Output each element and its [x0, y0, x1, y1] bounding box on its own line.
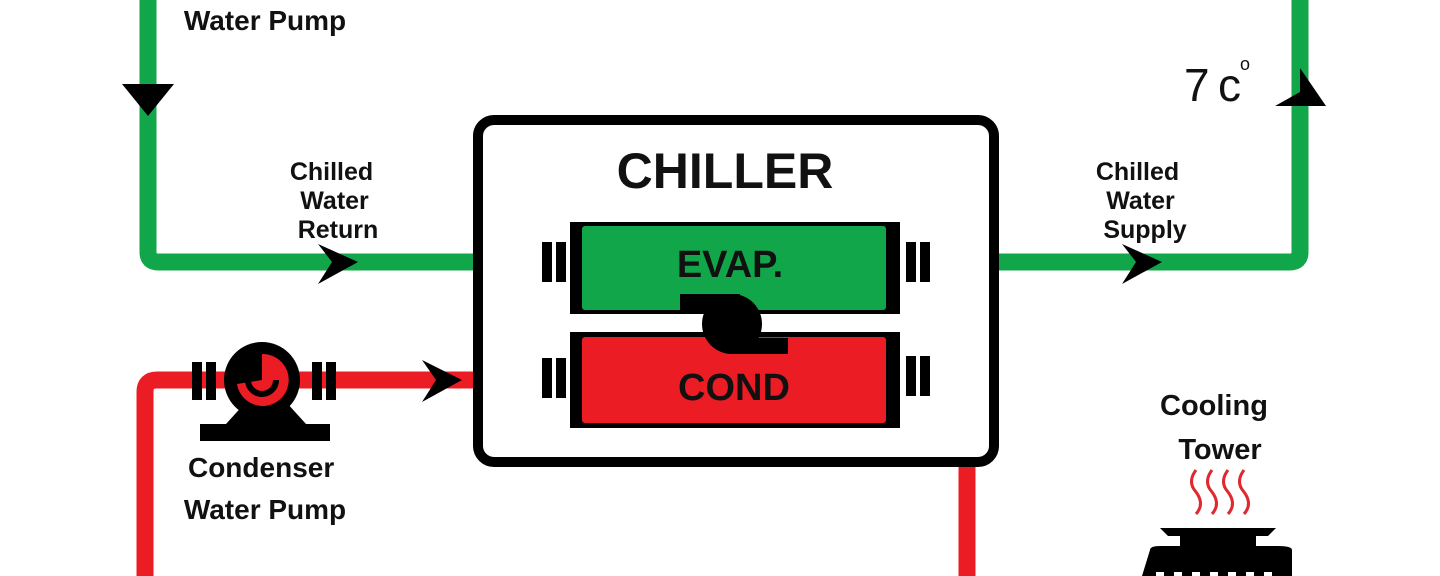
flow-arrow-icon	[422, 360, 462, 402]
condenser-body	[582, 337, 886, 423]
evaporator-label: EVAP.	[677, 244, 783, 286]
compressor-icon	[680, 294, 788, 354]
condenser-water-return-pipe	[136, 371, 560, 576]
supply-temperature: 7 c o	[1184, 54, 1254, 111]
chilled-water-pump-label: Water Pump	[184, 5, 346, 36]
chilled-water-return-pipe	[139, 0, 560, 271]
cooling-tower-icon	[1142, 528, 1292, 576]
flow-arrow-icon	[1122, 244, 1162, 284]
pump-icon	[192, 342, 336, 441]
flow-arrow-icon	[318, 244, 358, 284]
condenser-water-pump-label: Condenser Water Pump	[184, 452, 346, 525]
steam-icon	[1190, 469, 1250, 516]
flow-arrow-icon	[1275, 68, 1326, 106]
cooling-tower-label: Cooling Tower	[1160, 390, 1276, 466]
chilled-water-supply-label: Chilled Water Supply	[1096, 158, 1187, 244]
chilled-water-return-label: Chilled Water Return	[290, 158, 380, 244]
pipe-flange-icon	[542, 242, 930, 398]
condenser-label: COND	[678, 367, 790, 409]
chilled-water-supply-pipe	[920, 0, 1309, 271]
chiller-title: CHILLER	[617, 143, 834, 199]
flow-arrow-icon	[122, 84, 174, 116]
evaporator-body	[582, 226, 886, 310]
